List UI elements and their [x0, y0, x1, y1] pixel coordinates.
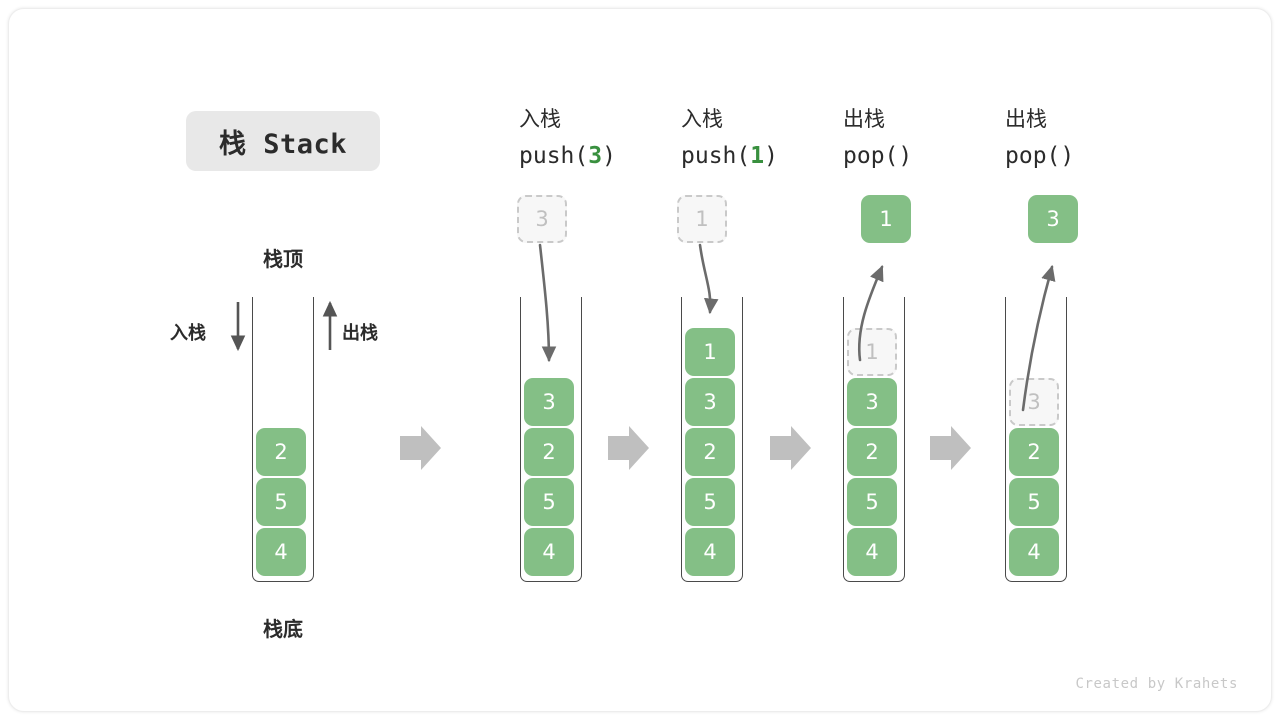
- step-caption-push-3: 入栈 push(3): [519, 105, 689, 172]
- op-prefix: pop(: [1005, 142, 1061, 169]
- stack-container-pop-1: 4 5 2 3 1: [843, 297, 905, 582]
- stack-cell-removed: 3: [1009, 378, 1059, 426]
- stack-walls: [681, 297, 743, 582]
- floating-box-pop-1: 1: [861, 195, 911, 243]
- step-caption-cn: 出栈: [1005, 107, 1047, 131]
- stack-walls: [520, 297, 582, 582]
- stack-cell: 5: [524, 478, 574, 526]
- op-prefix: pop(: [843, 142, 899, 169]
- stack-bottom-label: 栈底: [263, 617, 303, 641]
- step-caption-code: push(1): [681, 140, 851, 173]
- stack-cells-push-1: 4 5 2 3 1: [685, 327, 739, 577]
- stack-cell: 5: [1009, 478, 1059, 526]
- stack-cell: 2: [847, 428, 897, 476]
- stack-container-initial: 4 5 2: [252, 297, 314, 582]
- stack-cell: 4: [685, 528, 735, 576]
- stack-cells-pop-1: 4 5 2 3 1: [847, 327, 901, 577]
- op-suffix: ): [602, 142, 616, 169]
- stack-cell: 4: [847, 528, 897, 576]
- step-caption-cn: 入栈: [681, 107, 723, 131]
- step-caption-code: push(3): [519, 140, 689, 173]
- stack-cell: 2: [524, 428, 574, 476]
- stack-cell: 5: [256, 478, 306, 526]
- footer-credit: Created by Krahets: [1075, 676, 1238, 692]
- stack-cell: 4: [1009, 528, 1059, 576]
- step-caption-cn: 入栈: [519, 107, 561, 131]
- stack-walls: [252, 297, 314, 582]
- step-caption-pop-3: 出栈 pop(): [1005, 105, 1175, 172]
- stack-container-push-1: 4 5 2 3 1: [681, 297, 743, 582]
- stack-cell: 2: [685, 428, 735, 476]
- stack-cell-removed: 1: [847, 328, 897, 376]
- step-caption-cn: 出栈: [843, 107, 885, 131]
- stack-cells-pop-3: 4 5 2 3: [1009, 377, 1063, 577]
- op-suffix: ): [764, 142, 778, 169]
- op-suffix: ): [898, 142, 913, 169]
- op-value: 3: [588, 142, 603, 169]
- stack-cell: 4: [256, 528, 306, 576]
- op-value: 1: [750, 142, 765, 169]
- stack-cell: 5: [847, 478, 897, 526]
- stack-cell: 4: [524, 528, 574, 576]
- stack-container-push-3: 4 5 2 3: [520, 297, 582, 582]
- stack-cell: 3: [524, 378, 574, 426]
- stack-container-pop-3: 4 5 2 3: [1005, 297, 1067, 582]
- floating-box-push-3: 3: [517, 195, 567, 243]
- stack-cell: 5: [685, 478, 735, 526]
- floating-box-pop-3: 3: [1028, 195, 1078, 243]
- op-prefix: push(: [519, 142, 589, 169]
- stack-cell: 2: [1009, 428, 1059, 476]
- stack-walls: [843, 297, 905, 582]
- op-suffix: ): [1060, 142, 1075, 169]
- stack-cell: 3: [847, 378, 897, 426]
- step-caption-push-1: 入栈 push(1): [681, 105, 851, 172]
- stack-cell: 2: [256, 428, 306, 476]
- stack-cells-initial: 4 5 2: [256, 427, 310, 577]
- stack-cells-push-3: 4 5 2 3: [524, 377, 578, 577]
- stack-walls: [1005, 297, 1067, 582]
- pop-direction-label: 出栈: [342, 323, 378, 344]
- stack-cell: 1: [685, 328, 735, 376]
- stack-top-label: 栈顶: [263, 247, 303, 271]
- step-caption-code: pop(): [843, 140, 1013, 173]
- op-prefix: push(: [681, 142, 751, 169]
- step-caption-code: pop(): [1005, 140, 1175, 173]
- push-direction-label: 入栈: [170, 323, 206, 344]
- step-caption-pop-1: 出栈 pop(): [843, 105, 1013, 172]
- stack-cell: 3: [685, 378, 735, 426]
- diagram-title: 栈 Stack: [186, 111, 380, 171]
- floating-box-push-1: 1: [677, 195, 727, 243]
